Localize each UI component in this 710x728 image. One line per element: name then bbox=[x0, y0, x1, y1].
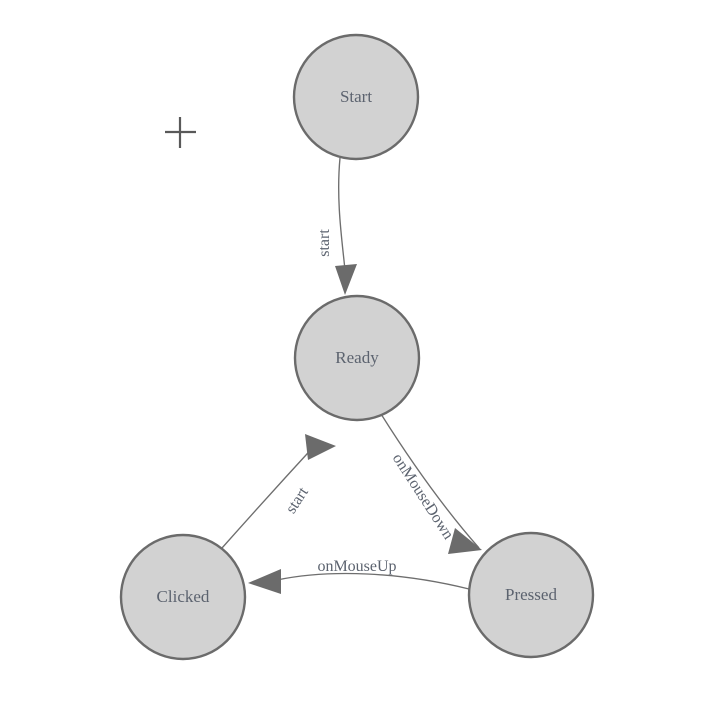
node-ready-circle bbox=[293, 294, 421, 422]
edge-start-ready[interactable]: start bbox=[316, 157, 357, 295]
node-start-circle bbox=[292, 33, 420, 161]
node-ready[interactable]: Ready bbox=[293, 294, 421, 422]
node-clicked-circle bbox=[119, 533, 247, 661]
edge-pressed-clicked[interactable]: onMouseUp bbox=[248, 558, 470, 594]
node-start-label: Start bbox=[340, 87, 372, 106]
edge-start-ready-arrowhead bbox=[335, 264, 357, 295]
edge-clicked-ready-label: start bbox=[283, 484, 313, 517]
edge-start-ready-path bbox=[338, 157, 346, 271]
edge-pressed-clicked-arrowhead bbox=[248, 569, 281, 594]
edge-ready-pressed-arrowhead bbox=[448, 528, 482, 554]
edge-clicked-ready[interactable]: start bbox=[221, 434, 336, 549]
edge-pressed-clicked-path bbox=[276, 572, 470, 590]
edge-ready-pressed-path bbox=[380, 413, 480, 549]
node-clicked[interactable]: Clicked bbox=[119, 533, 247, 661]
edge-start-ready-label: start bbox=[316, 229, 333, 257]
node-ready-label: Ready bbox=[335, 348, 379, 367]
edge-ready-pressed-label: onMouseDown bbox=[389, 451, 457, 543]
crosshair-cursor-icon bbox=[165, 117, 196, 148]
edge-ready-pressed[interactable]: onMouseDown bbox=[380, 413, 482, 554]
node-clicked-label: Clicked bbox=[157, 587, 210, 606]
node-pressed[interactable]: Pressed bbox=[467, 531, 595, 659]
edge-pressed-clicked-label: onMouseUp bbox=[317, 558, 396, 575]
node-pressed-label: Pressed bbox=[505, 585, 557, 604]
node-start[interactable]: Start bbox=[292, 33, 420, 161]
node-pressed-circle bbox=[467, 531, 595, 659]
edge-clicked-ready-arrowhead bbox=[305, 434, 336, 460]
